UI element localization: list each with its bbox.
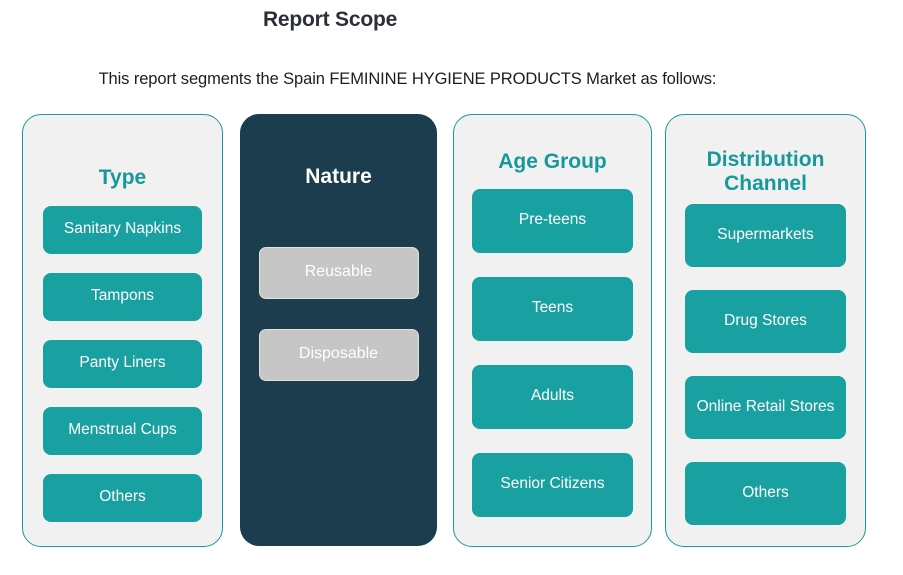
segment-item[interactable]: Menstrual Cups — [43, 406, 202, 455]
segment-item[interactable]: Supermarkets — [685, 204, 846, 268]
segment-item[interactable]: Adults — [472, 364, 633, 429]
segment-card-type: Type Sanitary Napkins Tampons Panty Line… — [22, 114, 223, 547]
segment-item[interactable]: Teens — [472, 276, 633, 341]
segment-item[interactable]: Disposable — [258, 328, 419, 381]
segment-item[interactable]: Panty Liners — [43, 339, 202, 388]
segment-item-list-age-group: Pre-teens Teens Adults Senior Citizens — [454, 188, 651, 517]
segment-item[interactable]: Reusable — [258, 246, 419, 299]
page-subtitle: This report segments the Spain FEMININE … — [98, 70, 717, 88]
segment-item[interactable]: Online Retail Stores — [685, 376, 846, 440]
segment-heading-nature: Nature — [305, 165, 372, 188]
segment-item-list-nature: Reusable Disposable — [240, 246, 437, 381]
segment-card-grid: Type Sanitary Napkins Tampons Panty Line… — [0, 114, 903, 549]
segment-heading-distribution-channel: Distribution Channel — [706, 148, 825, 195]
segment-card-distribution-channel: Distribution Channel Supermarkets Drug S… — [665, 114, 866, 547]
page-title: Report Scope — [262, 8, 398, 31]
segment-item[interactable]: Drug Stores — [685, 290, 846, 354]
segment-item-list-distribution-channel: Supermarkets Drug Stores Online Retail S… — [666, 204, 865, 526]
segment-item[interactable]: Senior Citizens — [472, 452, 633, 517]
segment-item[interactable]: Pre-teens — [472, 188, 633, 253]
segment-item[interactable]: Tampons — [43, 272, 202, 321]
segment-item[interactable]: Sanitary Napkins — [43, 205, 202, 254]
segment-item[interactable]: Others — [685, 462, 846, 526]
segment-heading-age-group: Age Group — [498, 150, 607, 173]
segment-card-nature: Nature Reusable Disposable — [240, 114, 437, 546]
segment-item-list-type: Sanitary Napkins Tampons Panty Liners Me… — [23, 205, 222, 522]
segment-card-age-group: Age Group Pre-teens Teens Adults Senior … — [453, 114, 652, 547]
segment-heading-type: Type — [98, 166, 147, 189]
segment-item[interactable]: Others — [43, 473, 202, 522]
